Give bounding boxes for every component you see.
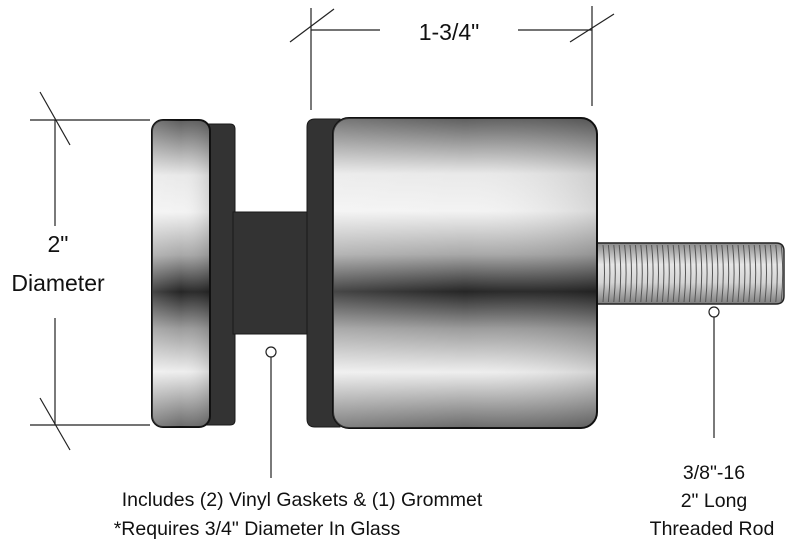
gasket-note-line2: *Requires 3/4" Diameter In Glass bbox=[114, 518, 401, 540]
rod-thread bbox=[705, 244, 708, 303]
rod-thread bbox=[688, 244, 692, 303]
rod-note-line2: 2" Long bbox=[681, 490, 748, 512]
rod-thread bbox=[607, 244, 611, 303]
rod-thread bbox=[651, 244, 654, 303]
rod-note-line1: 3/8"-16 bbox=[683, 462, 745, 484]
gasket-callout bbox=[265, 346, 277, 478]
rod-thread bbox=[602, 244, 605, 303]
rod-thread bbox=[645, 244, 649, 303]
rod-thread bbox=[721, 244, 724, 303]
rod-thread bbox=[769, 244, 773, 303]
rod-thread bbox=[634, 244, 638, 303]
grommet bbox=[232, 211, 310, 335]
rod-thread bbox=[613, 244, 616, 303]
width-tick-right bbox=[569, 13, 615, 43]
rod-thread bbox=[775, 244, 778, 303]
rod-thread bbox=[683, 244, 686, 303]
rod-thread bbox=[742, 244, 746, 303]
vinyl-gasket-right bbox=[306, 118, 341, 428]
rod-thread bbox=[699, 244, 703, 303]
rod-note-line3: Threaded Rod bbox=[650, 518, 775, 540]
width-tick-left bbox=[289, 8, 335, 43]
rod-thread bbox=[732, 244, 735, 303]
threaded-rod bbox=[596, 242, 785, 305]
rod-thread bbox=[780, 244, 784, 303]
diameter-dimension bbox=[30, 91, 150, 451]
rod-thread bbox=[640, 244, 643, 303]
rod-thread bbox=[656, 244, 659, 303]
rod-callout-dot bbox=[708, 306, 720, 318]
vinyl-gasket-left bbox=[205, 123, 236, 426]
front-cap bbox=[151, 119, 211, 428]
rod-thread bbox=[661, 244, 665, 303]
rod-thread bbox=[726, 244, 730, 303]
barrel bbox=[332, 117, 598, 429]
gasket-callout-dot bbox=[265, 346, 277, 358]
rod-thread bbox=[715, 244, 719, 303]
rod-callout bbox=[708, 306, 720, 438]
width-dimension-label: 1-3/4" bbox=[419, 19, 480, 45]
width-dimension bbox=[289, 6, 615, 110]
rod-thread bbox=[667, 244, 670, 303]
diameter-value-label: 2" bbox=[48, 231, 69, 257]
rod-thread bbox=[759, 244, 762, 303]
rod-thread bbox=[672, 244, 676, 303]
rod-thread bbox=[710, 244, 713, 303]
rod-thread bbox=[624, 244, 627, 303]
rod-thread bbox=[753, 244, 757, 303]
diameter-word-label: Diameter bbox=[11, 270, 105, 296]
rod-thread bbox=[764, 244, 767, 303]
rod-thread bbox=[748, 244, 751, 303]
rod-thread bbox=[678, 244, 681, 303]
rod-thread bbox=[737, 244, 740, 303]
diameter-tick-bottom bbox=[39, 397, 71, 451]
rod-thread bbox=[618, 244, 622, 303]
gasket-note-line1: Includes (2) Vinyl Gaskets & (1) Grommet bbox=[122, 489, 483, 511]
rod-thread bbox=[629, 244, 632, 303]
diameter-tick-top bbox=[39, 91, 71, 146]
rod-thread bbox=[694, 244, 697, 303]
